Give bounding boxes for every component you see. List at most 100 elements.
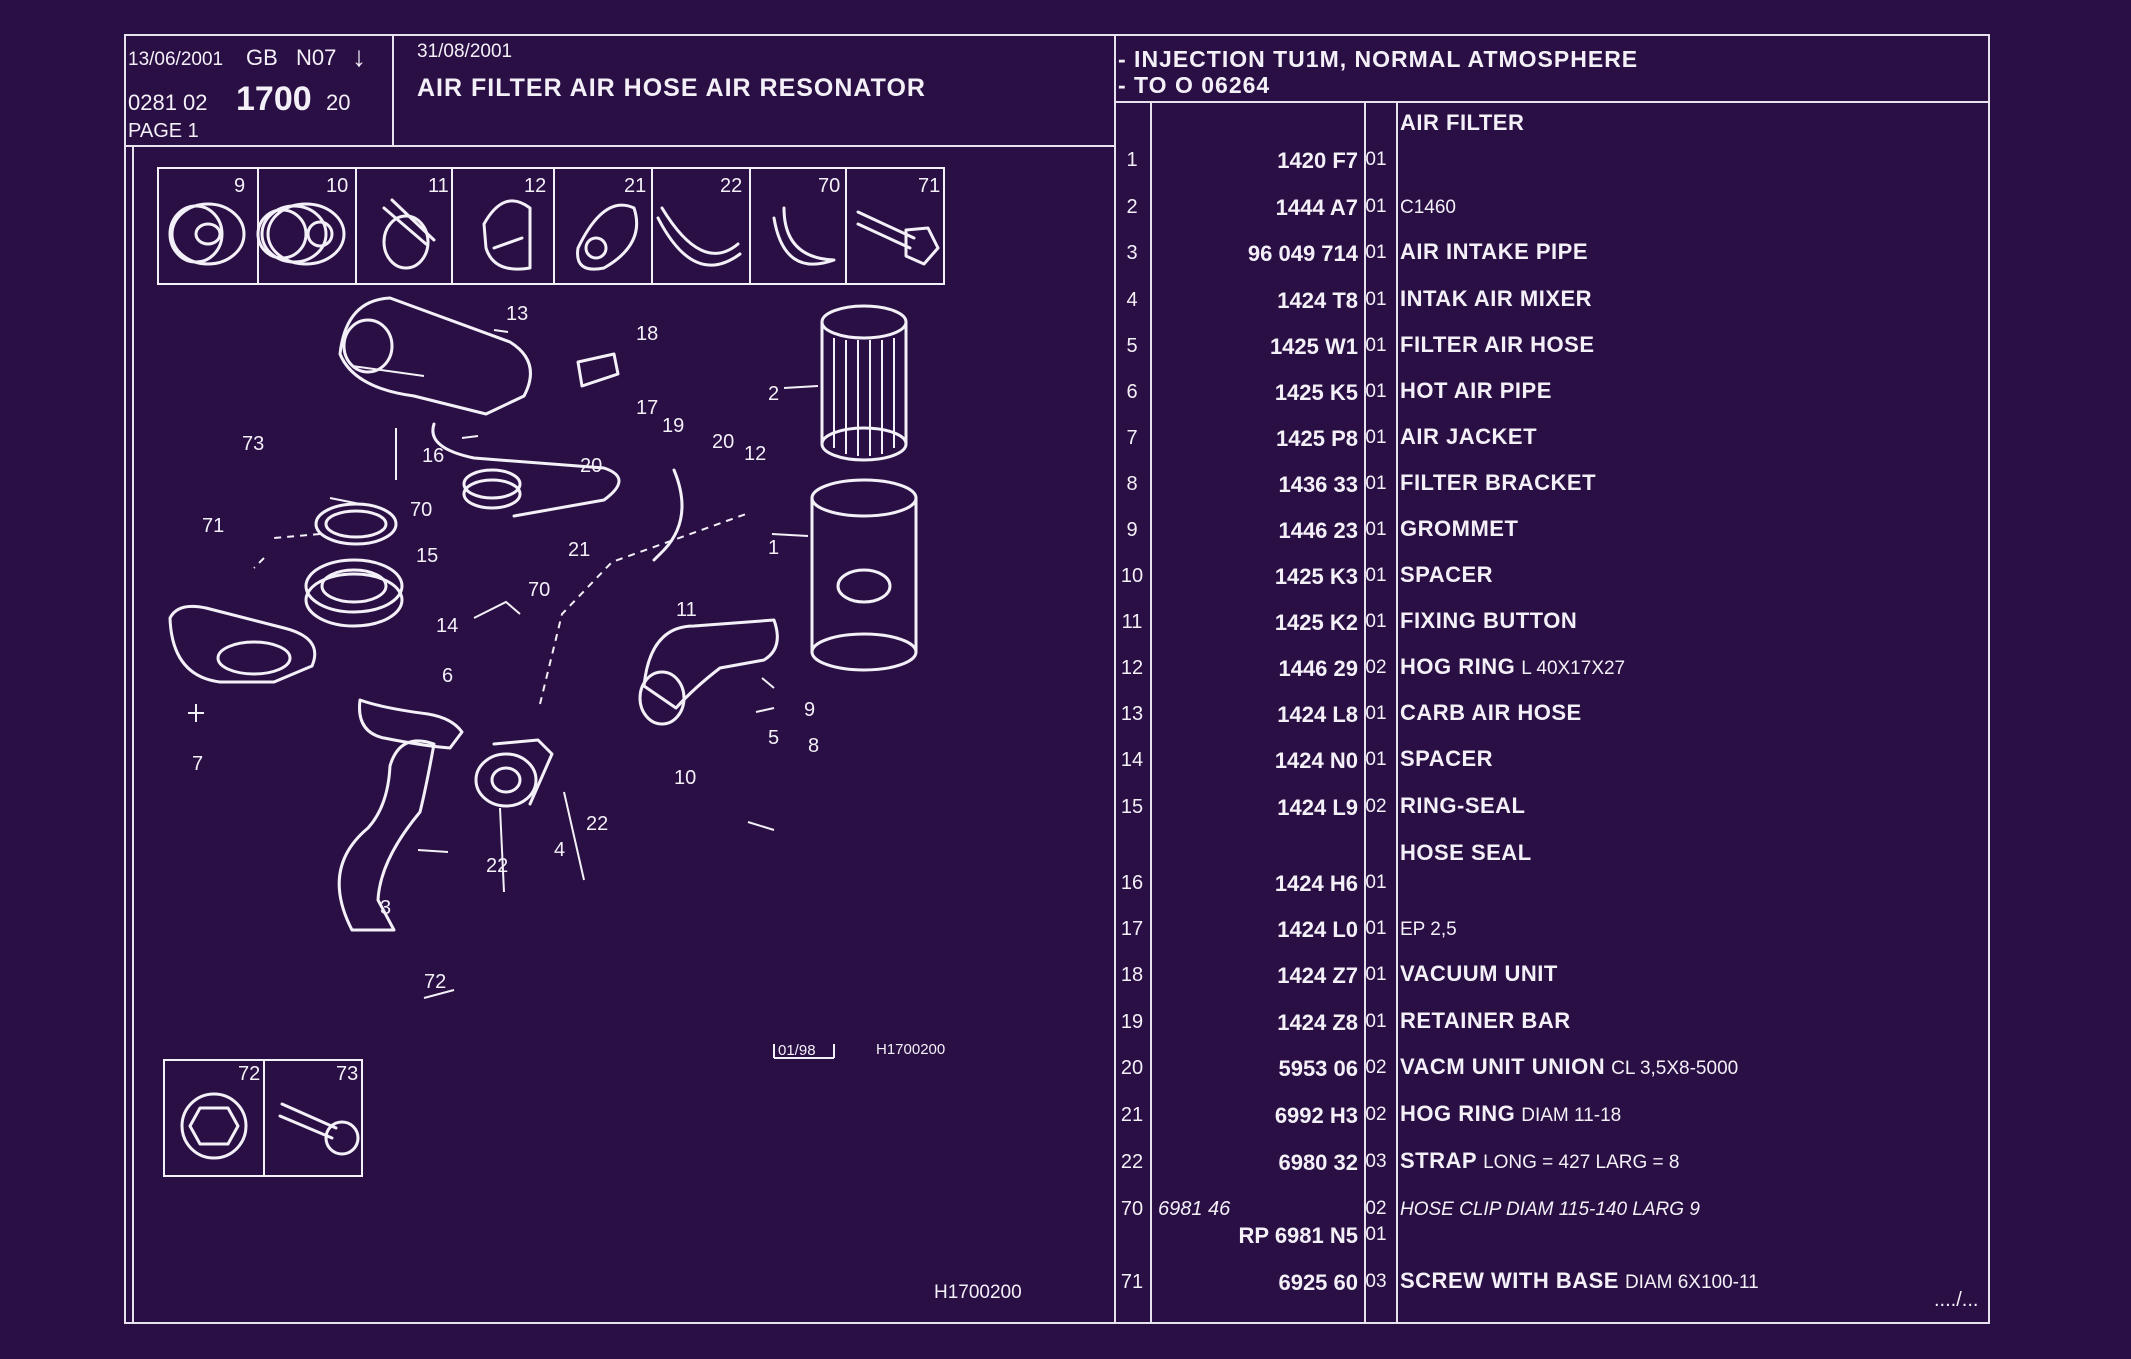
part-row-number: 19 [1120,1011,1144,1033]
screw-thumb-icon [856,210,940,266]
part-reference: 1424 Z7 [1277,963,1358,988]
svg-text:12: 12 [524,175,546,197]
part-quantity: 02 [1365,796,1387,817]
part-name: FILTER AIR HOSE [1400,332,1595,357]
svg-text:17: 17 [636,397,658,419]
part-quantity: 01 [1365,519,1387,540]
svg-text:4: 4 [554,839,565,861]
part-row-number: 10 [1120,565,1144,587]
svg-text:72: 72 [238,1063,260,1085]
part-quantity: 01 [1365,872,1387,893]
svg-text:8: 8 [808,735,819,757]
thumbnail-labels-top: 9 10 11 12 21 22 70 71 [234,175,940,197]
part-reference: 6925 60 [1278,1270,1358,1295]
spec-line-1: - INJECTION TU1M, NORMAL ATMOSPHERE [1118,46,1639,72]
part-quantity: 02 [1365,1057,1387,1078]
svg-text:73: 73 [242,433,264,455]
air-mixer-icon [474,738,554,808]
part-name: AIR JACKET [1400,424,1538,449]
part-reference: 1424 L0 [1277,917,1358,942]
print-date: 13/06/2001 [128,49,224,70]
svg-text:10: 10 [674,767,696,789]
part-row-number: 12 [1120,657,1144,679]
svg-text:21: 21 [568,539,590,561]
part-quantity: 01 [1365,335,1387,356]
part-spec: HOSE CLIP DIAM 115-140 LARG 9 [1400,1199,1700,1220]
part-reference: 1424 T8 [1277,288,1358,313]
catalogue-code: N07 [296,45,337,70]
part-row-number: 3 [1126,242,1138,264]
part-quantity: 01 [1365,611,1387,632]
hose-clip-thumb-icon [772,206,836,266]
part-quantity: 01 [1365,289,1387,310]
spacer-thumb-icon [256,202,346,266]
part-description: RING-SEAL [1400,795,1526,817]
part-reference: 1425 K2 [1274,610,1358,635]
part-name: HOT AIR PIPE [1400,378,1552,403]
part-reference: 1424 N0 [1274,748,1358,773]
part-spec: CL 3,5X8-5000 [1611,1058,1739,1079]
svg-text:12: 12 [744,443,766,465]
part-quantity: 01 [1365,381,1387,402]
part-description: FILTER AIR HOSE [1400,334,1595,356]
part-row-number: 15 [1120,796,1144,818]
part-spec: EP 2,5 [1400,919,1457,940]
part-spec: C1460 [1400,197,1456,218]
part-row-number: 5 [1126,335,1138,357]
part-quantity: 01 [1365,1011,1387,1032]
svg-text:21: 21 [624,175,646,197]
part-description: RETAINER BAR [1400,1010,1571,1032]
part-reference: 96 049 714 [1247,241,1358,266]
part-name: AIR INTAKE PIPE [1400,239,1589,264]
svg-text:6: 6 [442,665,453,687]
svg-text:9: 9 [234,175,245,197]
air-jacket-icon [168,604,317,684]
svg-text:20: 20 [580,455,602,477]
part-name: FIXING BUTTON [1400,608,1578,633]
outer-frame [124,34,1990,1324]
part-name: RING-SEAL [1400,793,1526,818]
part-description: HOSE SEAL [1400,842,1532,864]
strap-thumb-icon [656,206,742,267]
part-reference: 1446 29 [1278,656,1358,681]
svg-text:10: 10 [326,175,348,197]
part-description: GROMMET [1400,518,1518,540]
callout-labels: 1 2 3 4 5 6 7 8 9 10 11 12 13 14 15 16 1… [192,303,819,993]
part-name: VACUUM UNIT [1400,961,1558,986]
part-spec: DIAM 11-18 [1521,1105,1622,1126]
part-reference: 1444 A7 [1275,195,1358,220]
part-row-number: 18 [1120,964,1144,986]
part-quantity: 03 [1365,1271,1387,1292]
part-quantity: 01 [1365,964,1387,985]
hot-air-pipe-icon [358,698,464,750]
svg-text:15: 15 [416,545,438,567]
svg-text:22: 22 [720,175,742,197]
part-name: STRAP [1400,1148,1478,1173]
thumbnail-strip-bottom: 72 73 [163,1059,363,1177]
part-description: AIR JACKET [1400,426,1537,448]
part-quantity: 01 [1365,427,1387,448]
part-name: RETAINER BAR [1400,1008,1571,1033]
part-quantity: 01 [1365,242,1387,263]
part-quantity: 02 [1365,1104,1387,1125]
part-row-number: 13 [1120,703,1144,725]
part-name: SCREW WITH BASE [1400,1268,1619,1293]
part-description: SPACER [1400,564,1493,586]
part-quantity: 01 [1365,703,1387,724]
svg-text:2: 2 [768,383,779,405]
part-reference: 1425 K3 [1274,564,1358,589]
hose-seal-icon [462,468,522,510]
nut-thumb-icon [180,1092,248,1160]
part-reference: 6992 H3 [1274,1103,1358,1128]
spacer-ring-icon [304,558,404,628]
part-name: HOSE SEAL [1400,840,1532,865]
part-row-number: 9 [1126,519,1138,541]
part-name: GROMMET [1400,516,1519,541]
part-description: AIR FILTER [1400,112,1524,134]
part-reference: 1425 P8 [1276,426,1358,451]
svg-text:11: 11 [676,599,697,621]
part-name: CARB AIR HOSE [1400,700,1582,725]
part-quantity: 01 [1365,473,1387,494]
